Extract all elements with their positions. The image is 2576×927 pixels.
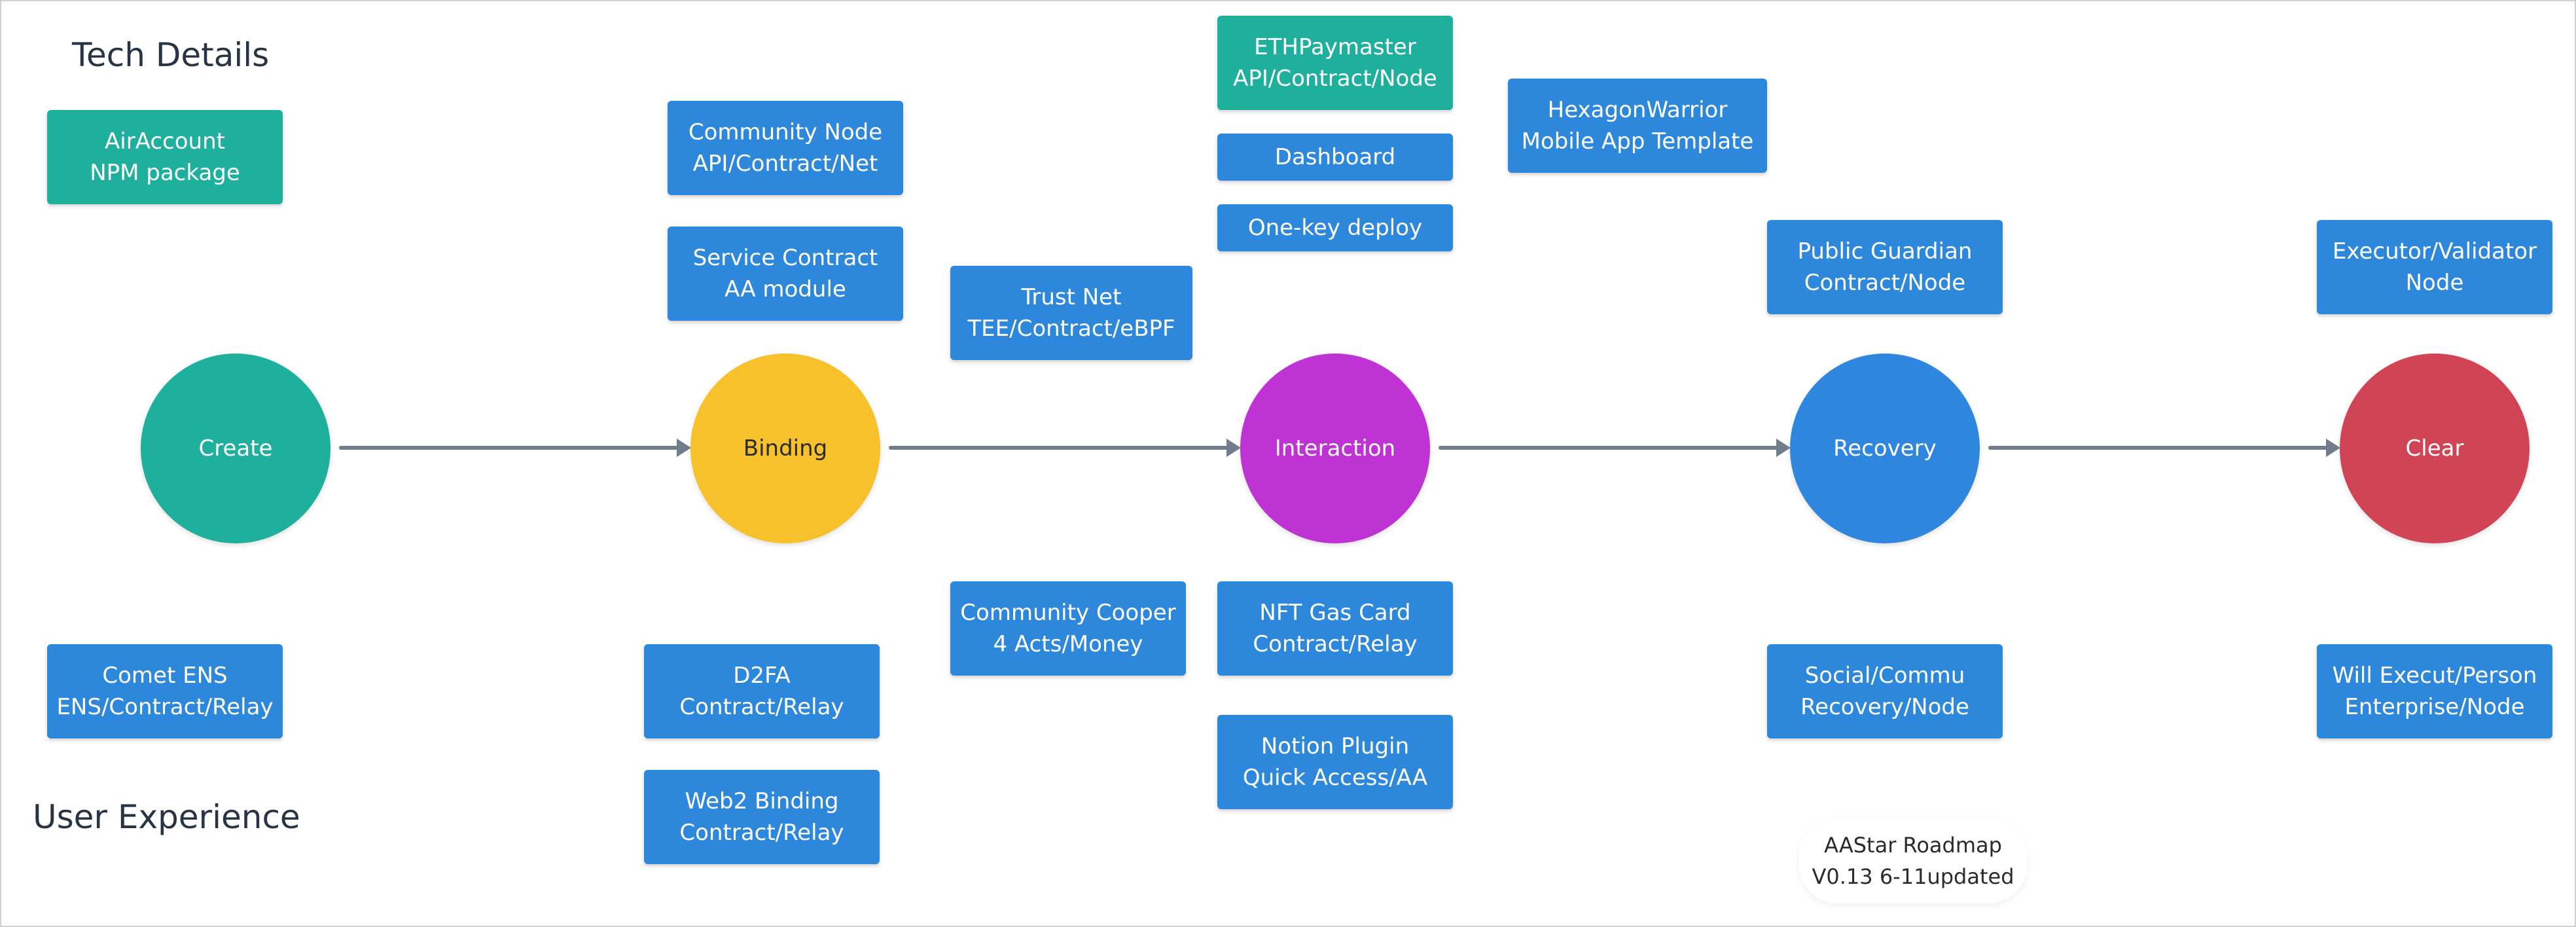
box-ethpaymaster-line1: ETHPaymaster bbox=[1254, 34, 1416, 60]
stage-create-label: Create bbox=[198, 435, 273, 462]
arrow-recovery-clear bbox=[1988, 439, 2340, 457]
box-social-commu-line2: Recovery/Node bbox=[1800, 694, 1969, 720]
stage-interaction-label: Interaction bbox=[1274, 435, 1396, 462]
stage-clear-label: Clear bbox=[2405, 435, 2464, 462]
box-public-guardian-line1: Public Guardian bbox=[1797, 238, 1973, 264]
box-service-contract-line1: Service Contract bbox=[692, 245, 878, 271]
roadmap-note-line1: AAStar Roadmap bbox=[1824, 833, 2002, 858]
box-hexagonwarrior-line1: HexagonWarrior bbox=[1547, 97, 1728, 123]
roadmap-note-line2: V0.13 6-11updated bbox=[1812, 864, 2014, 889]
stage-binding: Binding bbox=[690, 354, 880, 543]
box-service-contract: Service Contract AA module bbox=[668, 227, 903, 321]
box-comet-ens-line2: ENS/Contract/Relay bbox=[56, 694, 274, 720]
box-community-node: Community Node API/Contract/Net bbox=[668, 101, 903, 195]
box-web2-binding: Web2 Binding Contract/Relay bbox=[644, 770, 880, 864]
box-trust-net-line2: TEE/Contract/eBPF bbox=[967, 316, 1175, 342]
box-trust-net-line1: Trust Net bbox=[1021, 284, 1122, 310]
stage-binding-label: Binding bbox=[743, 435, 828, 462]
box-hexagonwarrior-line2: Mobile App Template bbox=[1521, 128, 1754, 154]
box-will-execut-line2: Enterprise/Node bbox=[2344, 694, 2525, 720]
box-notion-plugin-line1: Notion Plugin bbox=[1261, 733, 1410, 759]
box-notion-plugin-line2: Quick Access/AA bbox=[1242, 765, 1428, 791]
box-airaccount-line2: NPM package bbox=[90, 160, 240, 186]
box-service-contract-line2: AA module bbox=[724, 276, 846, 302]
stage-create: Create bbox=[141, 354, 331, 543]
box-one-key-deploy-line1: One-key deploy bbox=[1247, 215, 1423, 241]
box-airaccount: AirAccount NPM package bbox=[47, 110, 283, 204]
box-d2fa-line1: D2FA bbox=[733, 663, 791, 689]
user-experience-label: User Experience bbox=[33, 798, 300, 836]
box-ethpaymaster-line2: API/Contract/Node bbox=[1233, 65, 1437, 92]
box-community-node-line2: API/Contract/Net bbox=[692, 151, 878, 177]
stage-recovery-label: Recovery bbox=[1833, 435, 1937, 462]
box-will-execut: Will Execut/Person Enterprise/Node bbox=[2317, 644, 2552, 738]
box-trust-net: Trust Net TEE/Contract/eBPF bbox=[950, 266, 1192, 360]
box-one-key-deploy: One-key deploy bbox=[1217, 204, 1453, 251]
box-nft-gas-card-line1: NFT Gas Card bbox=[1259, 600, 1411, 626]
box-social-commu: Social/Commu Recovery/Node bbox=[1767, 644, 2003, 738]
box-executor-validator-line2: Node bbox=[2405, 270, 2464, 296]
box-comet-ens: Comet ENS ENS/Contract/Relay bbox=[47, 644, 283, 738]
stage-interaction: Interaction bbox=[1240, 354, 1430, 543]
box-web2-binding-line1: Web2 Binding bbox=[685, 788, 839, 814]
box-d2fa: D2FA Contract/Relay bbox=[644, 644, 880, 738]
box-dashboard: Dashboard bbox=[1217, 134, 1453, 181]
box-community-cooper: Community Cooper 4 Acts/Money bbox=[950, 581, 1186, 676]
box-hexagonwarrior: HexagonWarrior Mobile App Template bbox=[1508, 79, 1767, 173]
stage-clear: Clear bbox=[2340, 354, 2530, 543]
box-airaccount-line1: AirAccount bbox=[105, 128, 225, 154]
box-nft-gas-card-line2: Contract/Relay bbox=[1253, 631, 1418, 657]
tech-details-label: Tech Details bbox=[72, 36, 270, 74]
roadmap-note: AAStar Roadmap V0.13 6-11updated bbox=[1798, 818, 2028, 903]
box-web2-binding-line2: Contract/Relay bbox=[679, 820, 844, 846]
box-community-cooper-line2: 4 Acts/Money bbox=[993, 631, 1143, 657]
stage-recovery: Recovery bbox=[1790, 354, 1980, 543]
box-nft-gas-card: NFT Gas Card Contract/Relay bbox=[1217, 581, 1453, 676]
arrow-create-binding bbox=[339, 439, 691, 457]
box-ethpaymaster: ETHPaymaster API/Contract/Node bbox=[1217, 16, 1453, 110]
box-notion-plugin: Notion Plugin Quick Access/AA bbox=[1217, 715, 1453, 809]
arrow-binding-interaction bbox=[889, 439, 1241, 457]
box-community-cooper-line1: Community Cooper bbox=[960, 600, 1176, 626]
box-comet-ens-line1: Comet ENS bbox=[102, 663, 228, 689]
box-public-guardian-line2: Contract/Node bbox=[1804, 270, 1966, 296]
box-will-execut-line1: Will Execut/Person bbox=[2332, 663, 2537, 689]
box-public-guardian: Public Guardian Contract/Node bbox=[1767, 220, 2003, 314]
box-executor-validator: Executor/Validator Node bbox=[2317, 220, 2552, 314]
box-d2fa-line2: Contract/Relay bbox=[679, 694, 844, 720]
box-executor-validator-line1: Executor/Validator bbox=[2332, 238, 2537, 264]
box-dashboard-line1: Dashboard bbox=[1274, 144, 1396, 170]
box-community-node-line1: Community Node bbox=[688, 119, 883, 145]
box-social-commu-line1: Social/Commu bbox=[1804, 663, 1965, 689]
arrow-interaction-recovery bbox=[1439, 439, 1791, 457]
